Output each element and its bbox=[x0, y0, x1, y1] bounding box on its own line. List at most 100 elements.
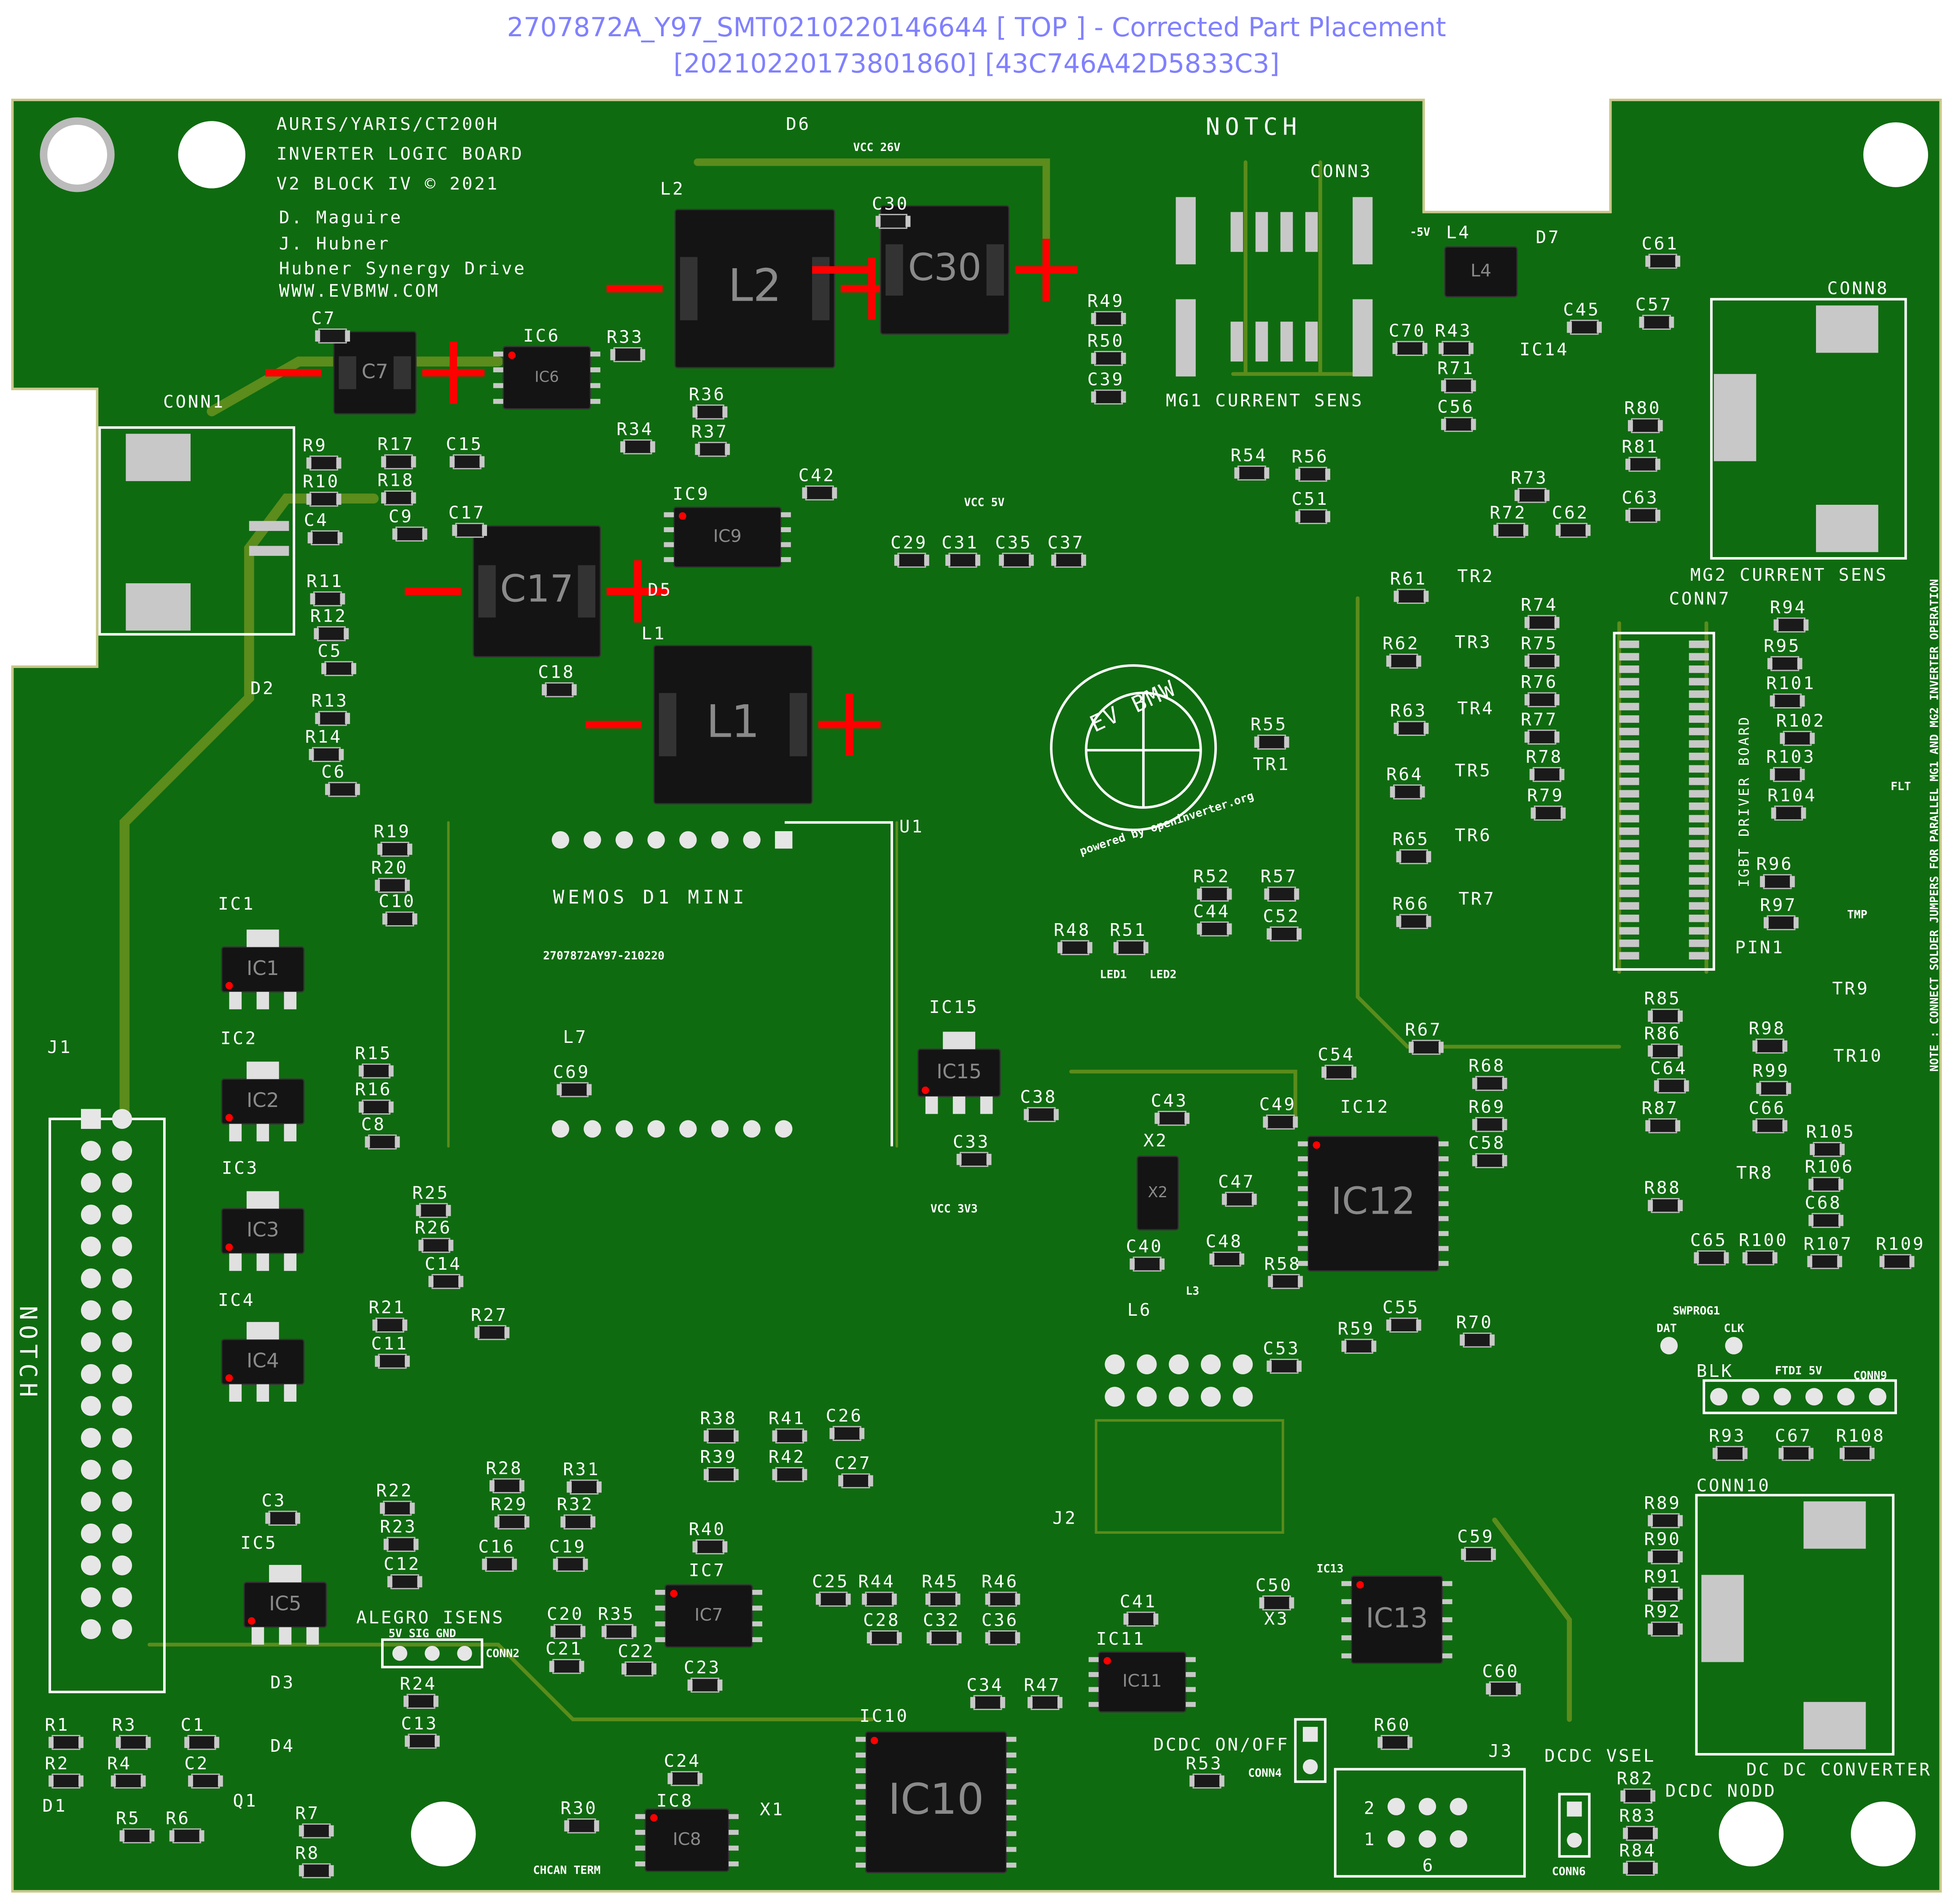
label-ic12: IC12 bbox=[1340, 1097, 1390, 1117]
part-mark-c30: C30 bbox=[908, 246, 982, 289]
footprint-r62 bbox=[1386, 653, 1421, 669]
pin-pad bbox=[1302, 1759, 1318, 1775]
label-tr1: TR1 bbox=[1253, 754, 1290, 774]
label-r6: R6 bbox=[166, 1808, 191, 1828]
part-ic13: IC13 bbox=[1341, 1575, 1453, 1664]
label-r94: R94 bbox=[1770, 597, 1807, 617]
pin-pad bbox=[1773, 1388, 1791, 1406]
footprint-r72 bbox=[1493, 522, 1528, 538]
label-r98: R98 bbox=[1749, 1018, 1786, 1038]
pin-pad bbox=[1302, 1726, 1318, 1742]
label-ic1: IC1 bbox=[218, 894, 255, 914]
mounting-hole bbox=[1851, 1802, 1916, 1866]
label-c16: C16 bbox=[478, 1536, 515, 1557]
pin-pad bbox=[647, 1120, 665, 1138]
conn6-outline bbox=[1558, 1793, 1591, 1858]
label-r13: R13 bbox=[312, 691, 349, 711]
footprint-r5 bbox=[119, 1828, 155, 1844]
label-c50: C50 bbox=[1256, 1575, 1293, 1595]
part-l4: L4 bbox=[1444, 246, 1518, 298]
label-c14: C14 bbox=[425, 1254, 462, 1274]
pin-pad bbox=[425, 1645, 440, 1661]
pin-pad bbox=[584, 831, 601, 849]
label-c63: C63 bbox=[1622, 487, 1659, 508]
pin-pad bbox=[1169, 1354, 1189, 1374]
pin-pad bbox=[1450, 1830, 1467, 1848]
label-d7: D7 bbox=[1536, 227, 1560, 248]
footprint-r48 bbox=[1057, 940, 1092, 955]
pin-pad bbox=[1105, 1387, 1125, 1407]
wemos-label: WEMOS D1 MINI bbox=[553, 886, 748, 908]
label-ic4: IC4 bbox=[218, 1290, 255, 1310]
j3-pin-label: 2 bbox=[1364, 1798, 1376, 1818]
label-r18: R18 bbox=[377, 470, 414, 490]
label-blk: BLK bbox=[1696, 1361, 1733, 1381]
footprint-r76 bbox=[1524, 692, 1560, 708]
footprint-r109 bbox=[1879, 1254, 1915, 1269]
footprint-r88 bbox=[1648, 1198, 1683, 1213]
label-c32: C32 bbox=[923, 1610, 960, 1630]
label-dcdc-nodd: DCDC NODD bbox=[1665, 1780, 1777, 1801]
label-dc-dc-converter: DC DC CONVERTER bbox=[1746, 1759, 1932, 1780]
pin-pad bbox=[1169, 1387, 1189, 1407]
footprint-r33 bbox=[610, 347, 646, 362]
label-dat: DAT bbox=[1657, 1322, 1677, 1335]
footprint-r22 bbox=[379, 1500, 415, 1516]
footprint-r87 bbox=[1645, 1118, 1681, 1134]
footprint-c18 bbox=[542, 682, 577, 698]
label-dcdc-on-off: DCDC ON/OFF bbox=[1153, 1734, 1289, 1755]
footprint-c5 bbox=[321, 661, 356, 676]
label-led1: LED1 bbox=[1100, 968, 1127, 981]
label-r53: R53 bbox=[1186, 1753, 1223, 1773]
label-r97: R97 bbox=[1760, 895, 1797, 915]
footprint-r58 bbox=[1268, 1274, 1303, 1289]
conn8-outline bbox=[1710, 298, 1907, 560]
label-d6: D6 bbox=[786, 114, 811, 134]
label-tmp: TMP bbox=[1847, 908, 1867, 921]
footprint-c19 bbox=[553, 1557, 588, 1572]
footprint-r17 bbox=[381, 454, 416, 469]
label-c27: C27 bbox=[834, 1453, 872, 1473]
part-c30: C30 bbox=[812, 205, 1078, 335]
footprint-c33 bbox=[956, 1152, 992, 1167]
label-r4: R4 bbox=[107, 1753, 132, 1773]
footprint-r50 bbox=[1091, 351, 1126, 366]
label-chcan-term: CHCAN TERM bbox=[533, 1864, 600, 1877]
part-ic10: IC10 bbox=[855, 1731, 1017, 1874]
label-r65: R65 bbox=[1393, 829, 1430, 849]
label-r86: R86 bbox=[1644, 1023, 1681, 1043]
label-c25: C25 bbox=[812, 1571, 849, 1592]
label-c35: C35 bbox=[995, 532, 1032, 552]
label-d5: D5 bbox=[648, 580, 673, 600]
label-c6: C6 bbox=[321, 762, 346, 782]
label-r62: R62 bbox=[1383, 633, 1420, 654]
part-mark-ic3: IC3 bbox=[247, 1218, 279, 1242]
mounting-hole bbox=[40, 117, 115, 192]
pin-pad bbox=[112, 1587, 132, 1608]
footprint-r78 bbox=[1529, 767, 1565, 782]
label-r60: R60 bbox=[1374, 1715, 1411, 1735]
footprint-r38 bbox=[704, 1428, 739, 1443]
label-r48: R48 bbox=[1054, 920, 1091, 940]
footprint-r79 bbox=[1531, 805, 1566, 821]
label-r28: R28 bbox=[486, 1458, 523, 1478]
label-r41: R41 bbox=[769, 1408, 806, 1428]
label-l2: L2 bbox=[660, 178, 685, 199]
label-r7: R7 bbox=[295, 1803, 320, 1823]
label-r23: R23 bbox=[380, 1516, 417, 1537]
label-c38: C38 bbox=[1020, 1087, 1057, 1107]
pin-pad bbox=[1742, 1388, 1759, 1406]
pin-pad bbox=[81, 1619, 101, 1639]
footprint-r81 bbox=[1625, 457, 1660, 472]
label-r17: R17 bbox=[377, 434, 414, 454]
label-c26: C26 bbox=[826, 1406, 863, 1426]
footprint-r31 bbox=[567, 1479, 602, 1495]
board-info-line: V2 BLOCK IV © 2021 bbox=[277, 174, 499, 194]
label-r76: R76 bbox=[1521, 672, 1558, 692]
footprint-r11 bbox=[310, 591, 345, 606]
label-r73: R73 bbox=[1511, 468, 1548, 488]
pin-pad bbox=[1201, 1354, 1221, 1374]
footprint-r42 bbox=[772, 1467, 807, 1482]
board-info-line: Hubner Synergy Drive bbox=[279, 258, 526, 278]
